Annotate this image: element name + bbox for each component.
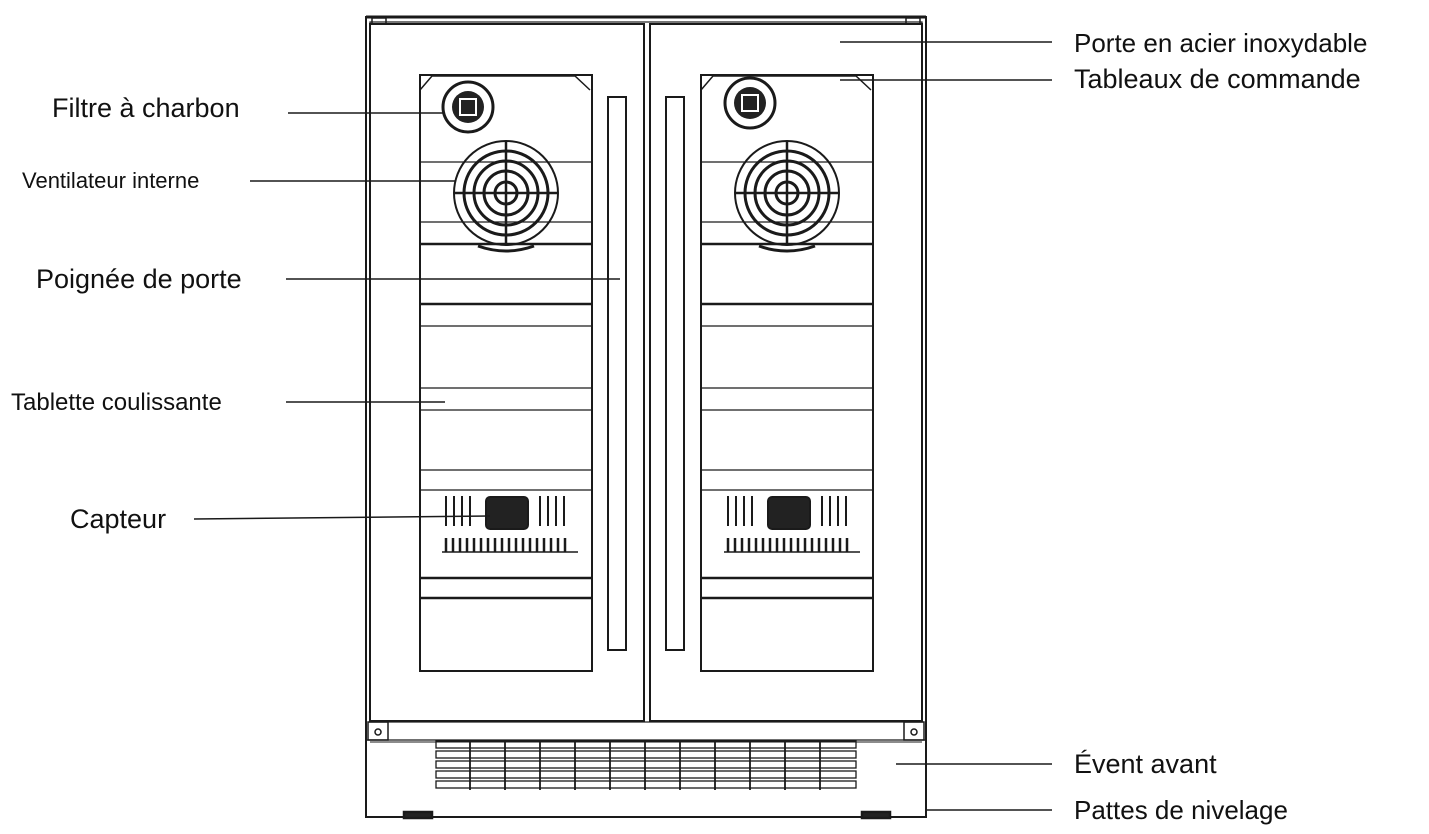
leveling-feet (402, 810, 892, 820)
right-door (649, 23, 923, 722)
label-poignee-de-porte: Poignée de porte (36, 264, 242, 294)
label-event-avant: Évent avant (1074, 749, 1217, 779)
label-porte-acier-inoxydable: Porte en acier inoxydable (1074, 28, 1368, 58)
left-internal-fan (453, 140, 559, 253)
left-charcoal-filter (441, 80, 495, 134)
left-door-handle (607, 96, 627, 651)
cabinet-body (365, 15, 927, 818)
label-tableaux-de-commande: Tableaux de commande (1074, 64, 1361, 94)
label-tablette-coulissante: Tablette coulissante (11, 389, 222, 416)
leader-lines (193, 41, 1052, 811)
left-sensor (442, 496, 578, 553)
label-pattes-de-nivelage: Pattes de nivelage (1074, 795, 1288, 825)
right-charcoal-filter (723, 76, 777, 130)
right-glass-window (700, 74, 874, 672)
left-glass-window (419, 74, 593, 672)
label-capteur: Capteur (70, 504, 167, 534)
right-sensor (724, 496, 860, 553)
label-ventilateur-interne: Ventilateur interne (22, 168, 200, 193)
right-internal-fan (734, 140, 840, 253)
right-door-handle (665, 96, 685, 651)
left-door (369, 23, 645, 722)
front-vent (366, 739, 926, 790)
label-filtre-a-charbon: Filtre à charbon (52, 93, 240, 123)
